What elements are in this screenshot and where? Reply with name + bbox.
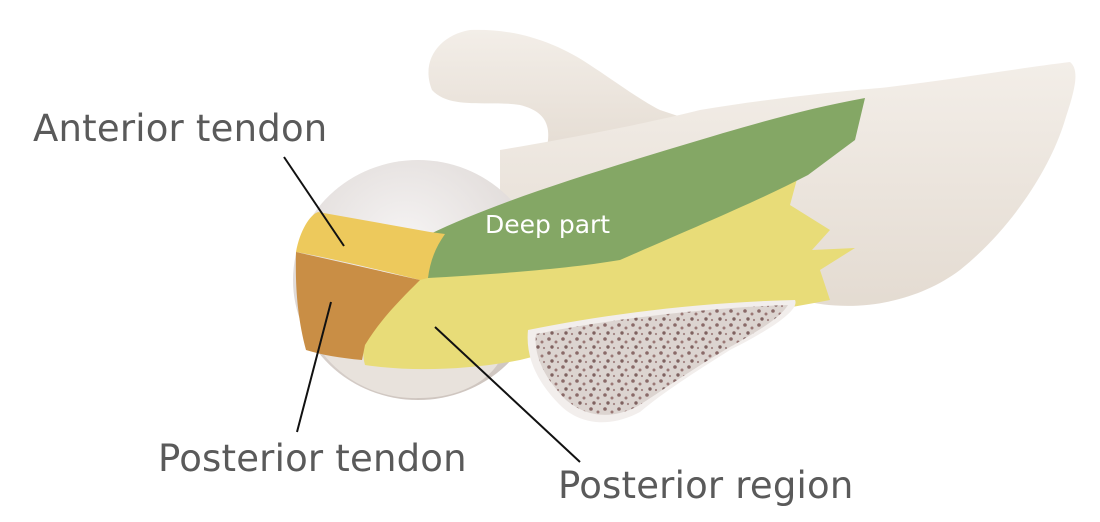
anterior-tendon-label: Anterior tendon [33,107,328,150]
leader-line-anterior-tendon [283,156,345,247]
posterior-region [363,168,855,370]
deep-part [428,98,865,278]
leader-line-posterior-region [434,326,581,463]
humeral-neck [300,300,500,399]
leader-line-posterior-tendon [296,301,332,433]
posterior-tendon-label: Posterior tendon [158,437,467,480]
posterior-region-label: Posterior region [558,464,854,507]
deep-part-label: Deep part [485,210,611,239]
cancellous-dots [535,305,788,415]
posterior-tendon-region [295,252,420,360]
